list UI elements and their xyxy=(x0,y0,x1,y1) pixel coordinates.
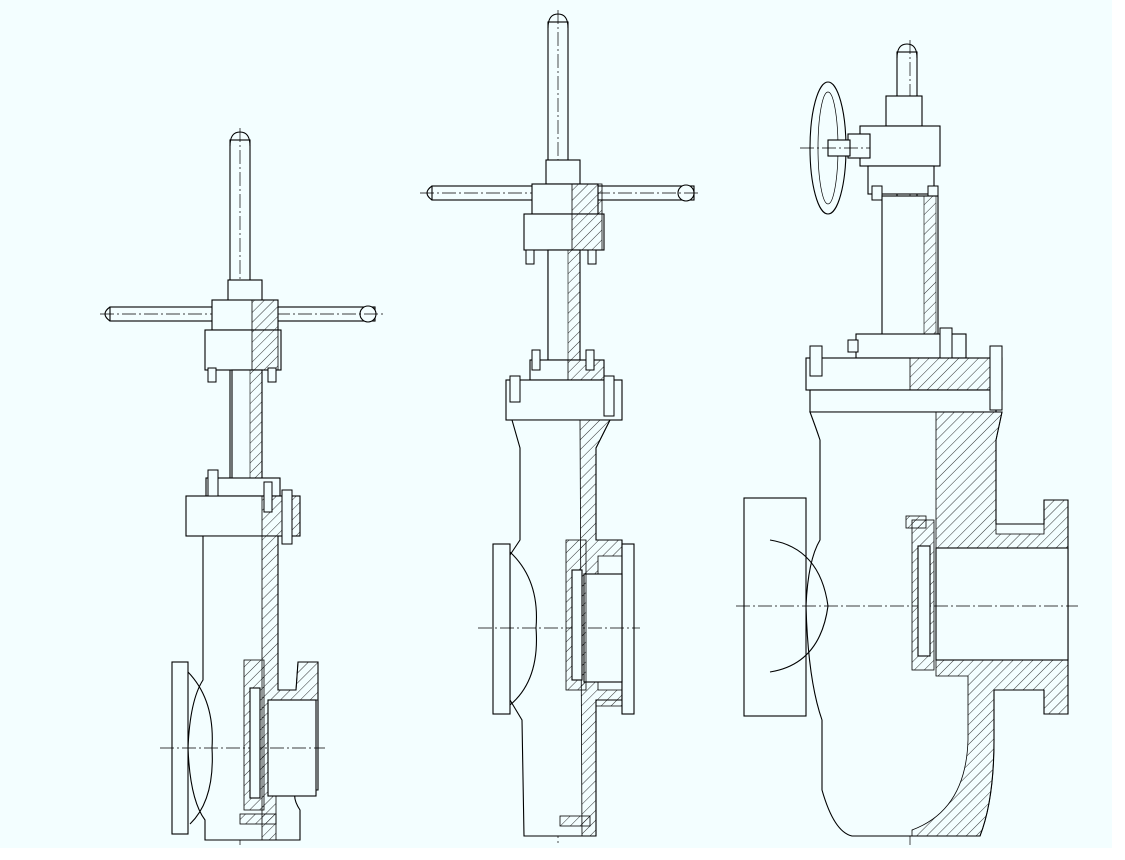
valve-large-yoke xyxy=(847,195,967,359)
valve-small-body xyxy=(160,535,325,841)
valve-large-gearbox xyxy=(847,95,941,201)
valve-small-yoke xyxy=(204,279,282,481)
valve-medium-body xyxy=(478,419,640,837)
gate-valve-medium xyxy=(420,10,700,845)
gate-valve-large xyxy=(736,40,1078,845)
valve-small-handle xyxy=(100,305,385,323)
valve-large-body xyxy=(736,411,1078,837)
gate-valve-small xyxy=(100,128,385,845)
valve-small-bonnet xyxy=(185,469,301,545)
valve-medium-bonnet xyxy=(505,349,623,421)
valve-large-handwheel xyxy=(800,81,870,215)
valve-large-bonnet xyxy=(805,345,1003,413)
